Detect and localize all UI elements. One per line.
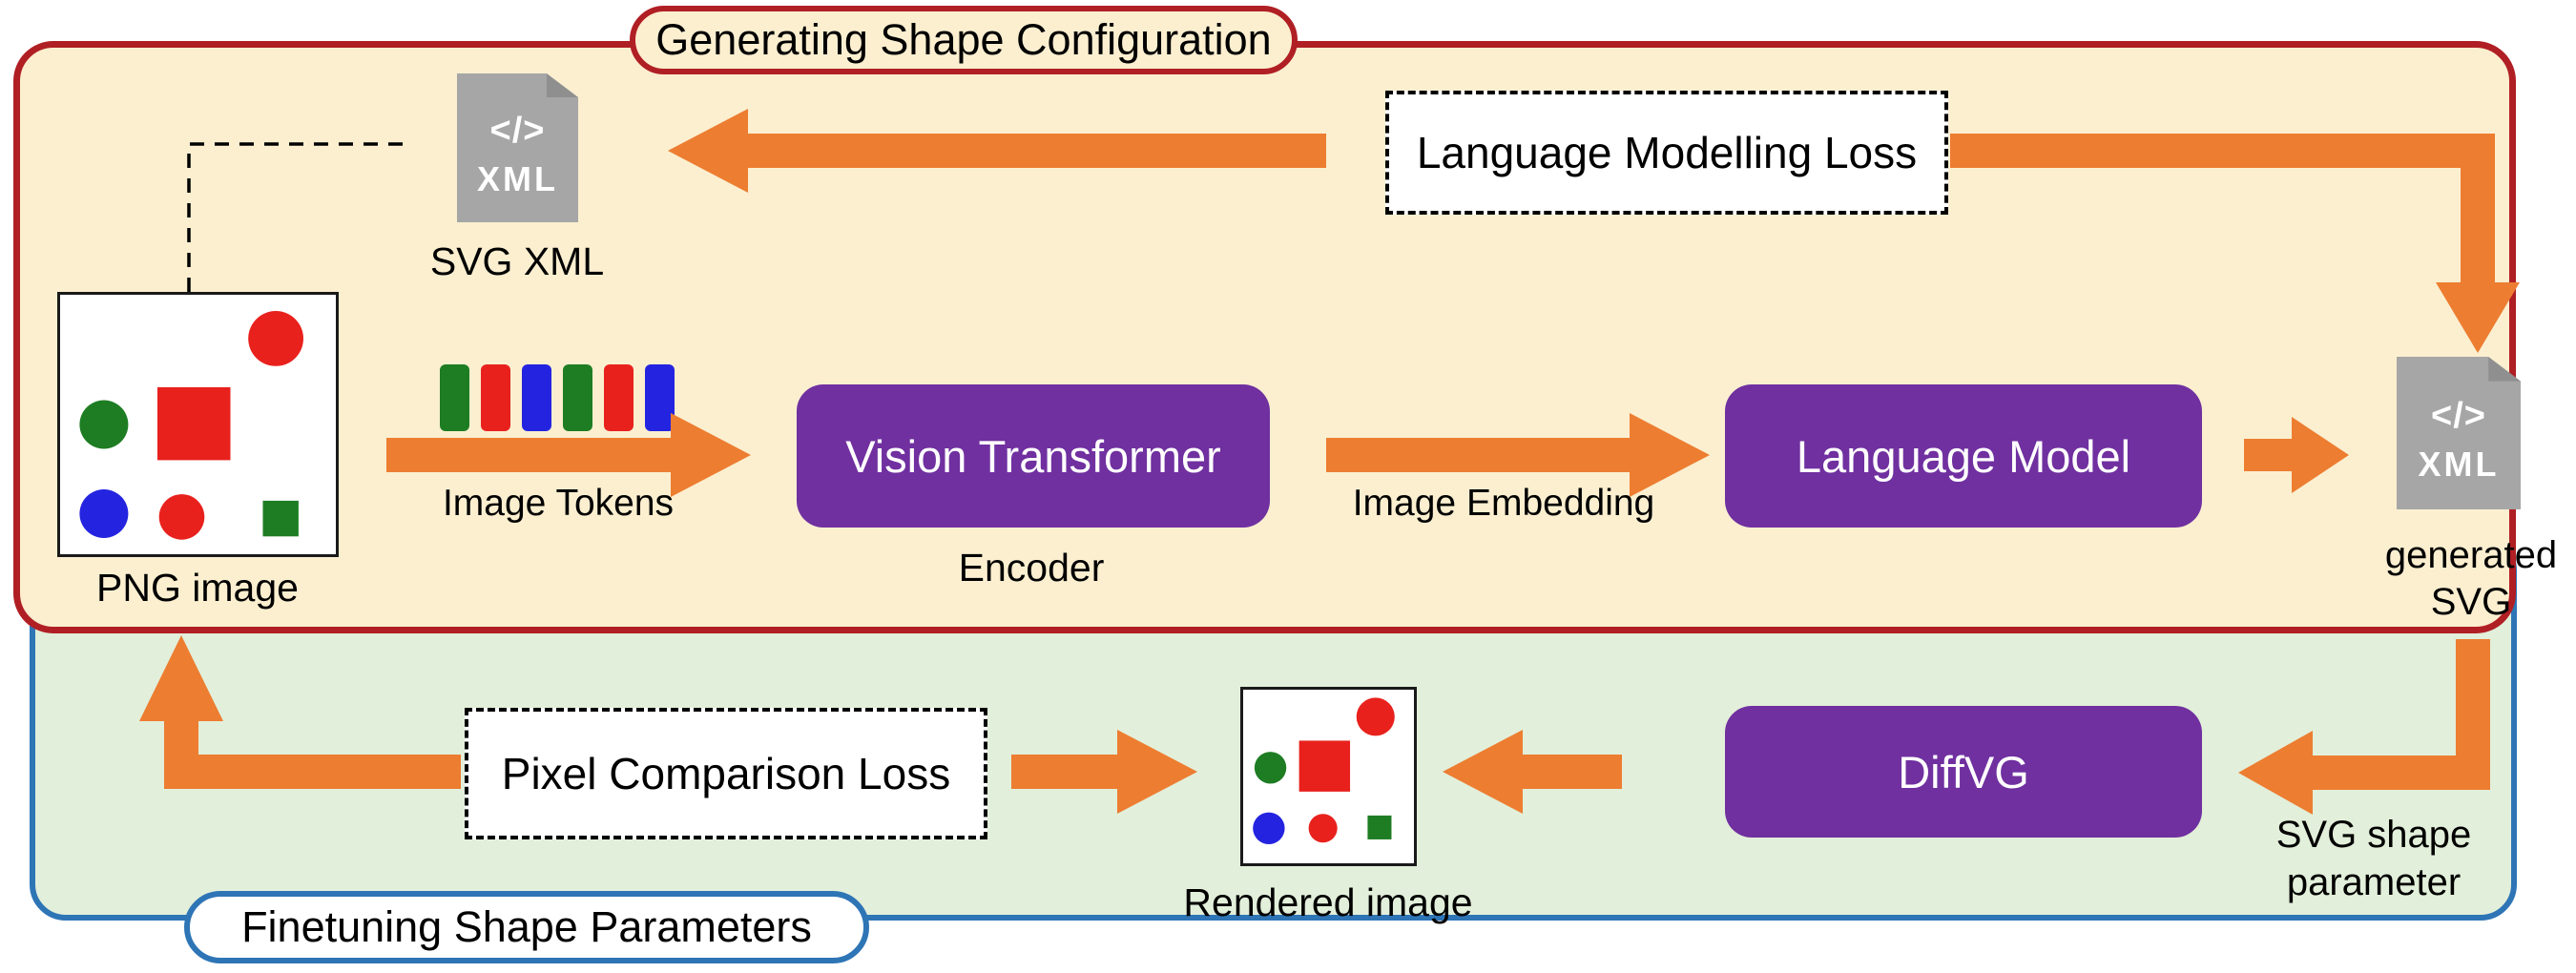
mini-shape-rect — [262, 500, 299, 537]
diffvg-label: DiffVG — [1898, 746, 2029, 797]
language-model-label: Language Model — [1796, 430, 2131, 482]
image-embedding-label: Image Embedding — [1352, 483, 1655, 524]
mini-shape-circle — [1356, 697, 1395, 736]
image-tokens — [440, 364, 675, 431]
mini-shape-circle — [1253, 812, 1285, 844]
vision-transformer-label: Vision Transformer — [845, 430, 1221, 482]
rendered-image-thumbnail — [1240, 687, 1417, 866]
rendered-image-label: Rendered image — [1183, 880, 1473, 924]
image-token — [440, 364, 469, 431]
generating-region-title-text: Generating Shape Configuration — [655, 15, 1272, 64]
image-tokens-label: Image Tokens — [442, 483, 675, 524]
finetuning-region-title-text: Finetuning Shape Parameters — [241, 902, 812, 951]
xml-file-type-text: XML — [2418, 444, 2500, 484]
rendered-image-shapes — [1253, 697, 1395, 844]
mini-shape-rect — [157, 386, 231, 461]
image-token — [645, 364, 675, 431]
code-glyph: </> — [2431, 395, 2486, 436]
image-token — [481, 364, 510, 431]
mini-shape-circle — [1254, 752, 1287, 784]
language-modelling-loss-label: Language Modelling Loss — [1416, 128, 1918, 177]
image-token — [604, 364, 634, 431]
image-token — [563, 364, 592, 431]
mini-shape-circle — [248, 311, 303, 366]
xml-file-type-text: XML — [477, 158, 558, 198]
svg-xml-file-icon: </> XML — [457, 73, 578, 222]
png-image-shapes — [79, 311, 303, 540]
mini-shape-circle — [158, 494, 205, 540]
image-token — [522, 364, 551, 431]
mini-shape-circle — [79, 400, 129, 449]
svg-shape-parameter-line2: parameter — [2286, 861, 2462, 903]
language-model-box: Language Model — [1725, 384, 2202, 528]
code-glyph: </> — [489, 110, 546, 151]
png-image-label: PNG image — [96, 566, 299, 610]
generated-svg-label: generated SVG — [2330, 532, 2576, 626]
diffvg-box: DiffVG — [1725, 706, 2202, 838]
language-modelling-loss-box: Language Modelling Loss — [1385, 91, 1948, 215]
svg-xml-label: SVG XML — [429, 239, 605, 283]
pixel-comparison-loss-label: Pixel Comparison Loss — [501, 749, 951, 798]
mini-shape-rect — [1367, 815, 1392, 839]
encoder-caption: Encoder — [958, 546, 1105, 590]
pixel-comparison-loss-box: Pixel Comparison Loss — [465, 708, 987, 839]
generating-region — [13, 41, 2516, 633]
png-image-thumbnail — [57, 292, 339, 557]
mini-shape-rect — [1298, 740, 1351, 792]
generated-svg-label-line1: generated — [2384, 534, 2558, 576]
generated-svg-file-icon: </> XML — [2397, 357, 2521, 509]
generating-region-title: Generating Shape Configuration — [630, 6, 1298, 74]
svg-shape-parameter-label: SVG shape parameter — [2231, 811, 2517, 906]
mini-shape-circle — [1308, 814, 1338, 843]
generated-svg-label-line2: SVG — [2430, 581, 2512, 623]
vision-transformer-box: Vision Transformer — [797, 384, 1270, 528]
svg-shape-parameter-line1: SVG shape — [2275, 814, 2472, 856]
finetuning-region-title: Finetuning Shape Parameters — [184, 891, 869, 963]
mini-shape-circle — [79, 489, 129, 538]
